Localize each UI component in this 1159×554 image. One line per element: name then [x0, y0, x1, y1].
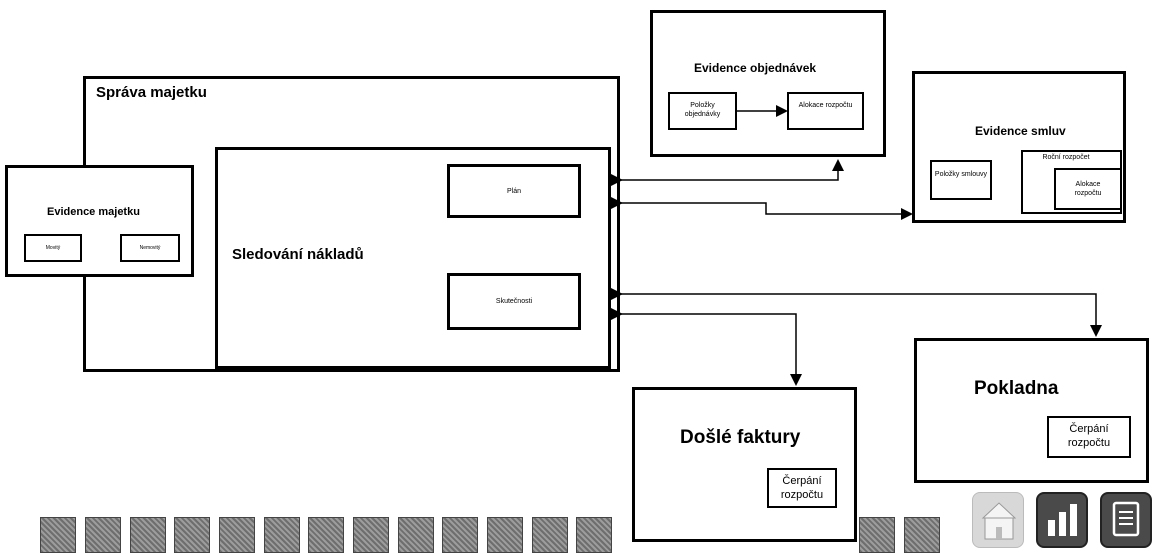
- tile: [859, 517, 895, 553]
- tile: [576, 517, 612, 553]
- alokace-smlouvy-label: Alokace rozpočtu: [1074, 181, 1102, 197]
- bar-chart-icon[interactable]: [1036, 492, 1088, 548]
- tile: [219, 517, 255, 553]
- movity-box: [24, 234, 82, 262]
- tile: [85, 517, 121, 553]
- tile: [40, 517, 76, 553]
- tile: [904, 517, 940, 553]
- building-icon[interactable]: [972, 492, 1024, 548]
- pokladna-title: Pokladna: [974, 378, 1059, 399]
- evidence-objednavek-title: Evidence objednávek: [694, 61, 817, 75]
- tile: [398, 517, 434, 553]
- arrow-plan-objednavky: [611, 159, 844, 186]
- nemovity-box: [120, 234, 180, 262]
- polozky-objednavky-label: Položky objednávky: [684, 102, 721, 118]
- document-icon[interactable]: [1100, 492, 1152, 548]
- polozky-objednavky-box: [668, 92, 737, 130]
- tile: [487, 517, 523, 553]
- evidence-majetku-title: Evidence majetku: [47, 206, 140, 218]
- arrow-skutecnosti-pokladna: [611, 288, 1102, 337]
- tile: [130, 517, 166, 553]
- movity-label: Movitý: [45, 245, 61, 251]
- polozky-smlouvy-box: [930, 160, 992, 200]
- cerpani-pokladna-box: [1047, 416, 1131, 458]
- alokace-objednavky-label: Alokace rozpočtu: [798, 102, 853, 109]
- dosle-faktury-box: [632, 387, 857, 542]
- plan-label: Plán: [506, 188, 521, 195]
- arrow-plan-smlouvy: [611, 197, 913, 220]
- arrow-skutecnosti-faktury: [611, 308, 802, 386]
- evidence-smluv-title: Evidence smluv: [975, 124, 1066, 138]
- cerpani-faktury-box: [767, 468, 837, 508]
- polozky-smlouvy-label: Položky smlouvy: [934, 171, 988, 178]
- alokace-objednavky-box: [787, 92, 864, 130]
- dosle-faktury-title: Došlé faktury: [680, 427, 801, 448]
- tile: [532, 517, 568, 553]
- alokace-smlouvy-box: [1054, 168, 1122, 210]
- sledovani-nakladu-title: Sledování nákladů: [232, 246, 364, 263]
- tile: [353, 517, 389, 553]
- cerpani-pokladna-label: Čerpání rozpočtu: [1067, 423, 1111, 449]
- tile: [308, 517, 344, 553]
- tile: [264, 517, 300, 553]
- evidence-smluv-box: [912, 71, 1126, 223]
- evidence-objednavek-box: [650, 10, 886, 157]
- tile: [442, 517, 478, 553]
- tile: [174, 517, 210, 553]
- skutecnosti-label: Skutečnosti: [495, 298, 533, 305]
- pokladna-box: [914, 338, 1149, 483]
- sprava-majetku-title: Správa majetku: [96, 84, 207, 101]
- cerpani-faktury-label: Čerpání rozpočtu: [780, 475, 824, 501]
- plan-box: [447, 164, 581, 218]
- nemovity-label: Nemovitý: [139, 245, 161, 251]
- rocni-rozpocet-label: Roční rozpočet: [1042, 154, 1090, 161]
- skutecnosti-box: [447, 273, 581, 330]
